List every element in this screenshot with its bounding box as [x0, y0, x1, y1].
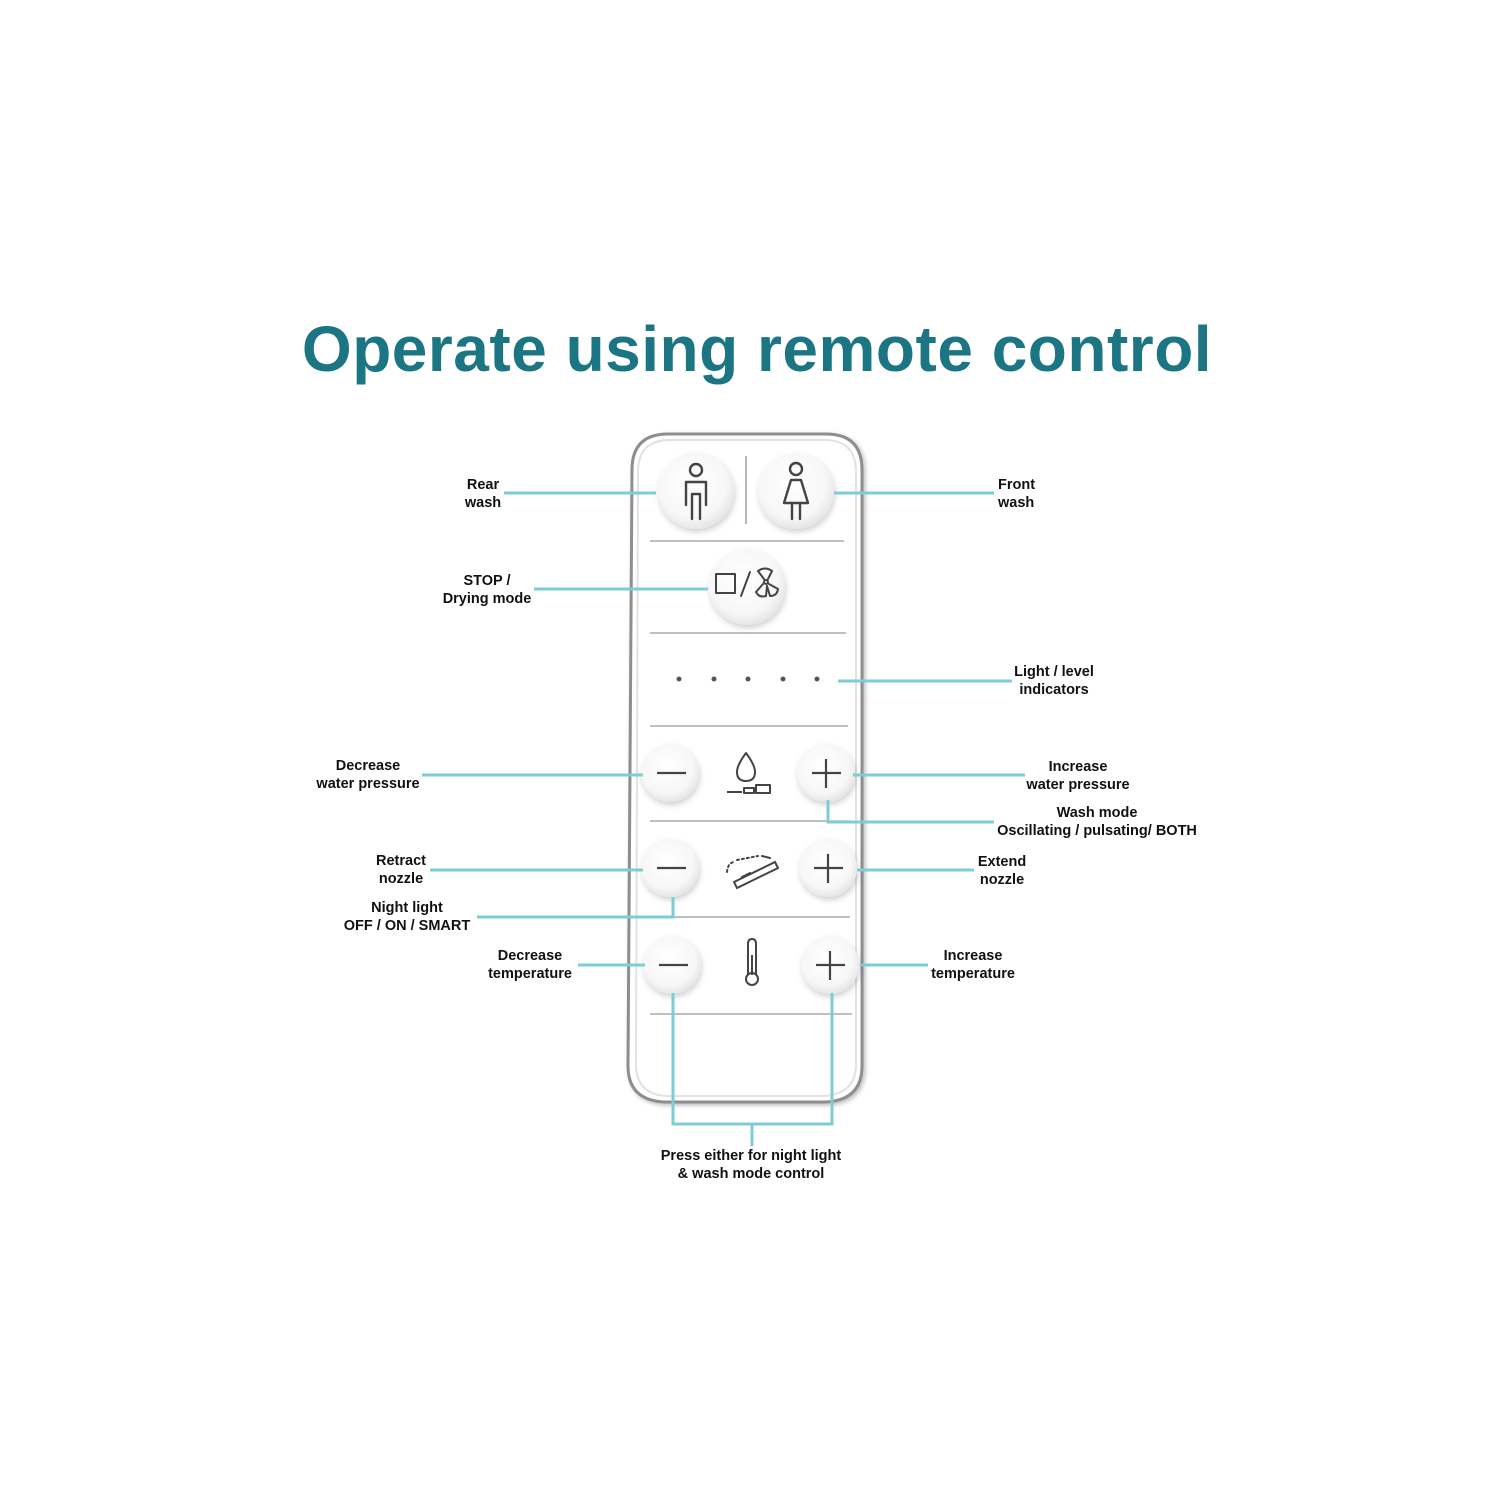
stop-drying-button[interactable]	[709, 549, 785, 625]
increase-temperature-button[interactable]	[801, 936, 859, 994]
leader-night-light	[477, 897, 675, 919]
plus-icon	[812, 759, 841, 788]
level-dot	[676, 676, 682, 682]
stop-square-fan-icon	[715, 567, 779, 598]
male-figure-icon	[684, 462, 708, 521]
level-dot	[780, 676, 786, 682]
front-wash-button[interactable]	[758, 453, 834, 529]
thermometer-icon	[745, 937, 759, 986]
nozzle-icon	[726, 855, 780, 890]
leader-wash-mode	[826, 800, 994, 824]
remote-control	[626, 432, 864, 1104]
increase-water-pressure-button[interactable]	[797, 744, 855, 802]
extend-nozzle-button[interactable]	[799, 839, 857, 897]
plus-icon	[816, 951, 845, 980]
rear-wash-button[interactable]	[658, 453, 734, 529]
stop-drying-label: STOP /Drying mode	[442, 573, 532, 607]
plus-icon	[814, 854, 843, 883]
press-either-label: Press either for night light& wash mode …	[660, 1148, 842, 1182]
retract-nozzle-button[interactable]	[641, 839, 699, 897]
page-title: Operate using remote control	[301, 313, 1213, 385]
decrease-water-pressure-button[interactable]	[641, 744, 699, 802]
level-indicators	[676, 676, 820, 682]
level-dot	[814, 676, 820, 682]
leader-lines	[422, 491, 1025, 1146]
level-dot	[711, 676, 717, 682]
female-figure-icon	[782, 461, 810, 521]
decrease-temperature-button[interactable]	[643, 936, 701, 994]
level-dot	[745, 676, 751, 682]
water-drop-pressure-icon	[727, 752, 771, 794]
